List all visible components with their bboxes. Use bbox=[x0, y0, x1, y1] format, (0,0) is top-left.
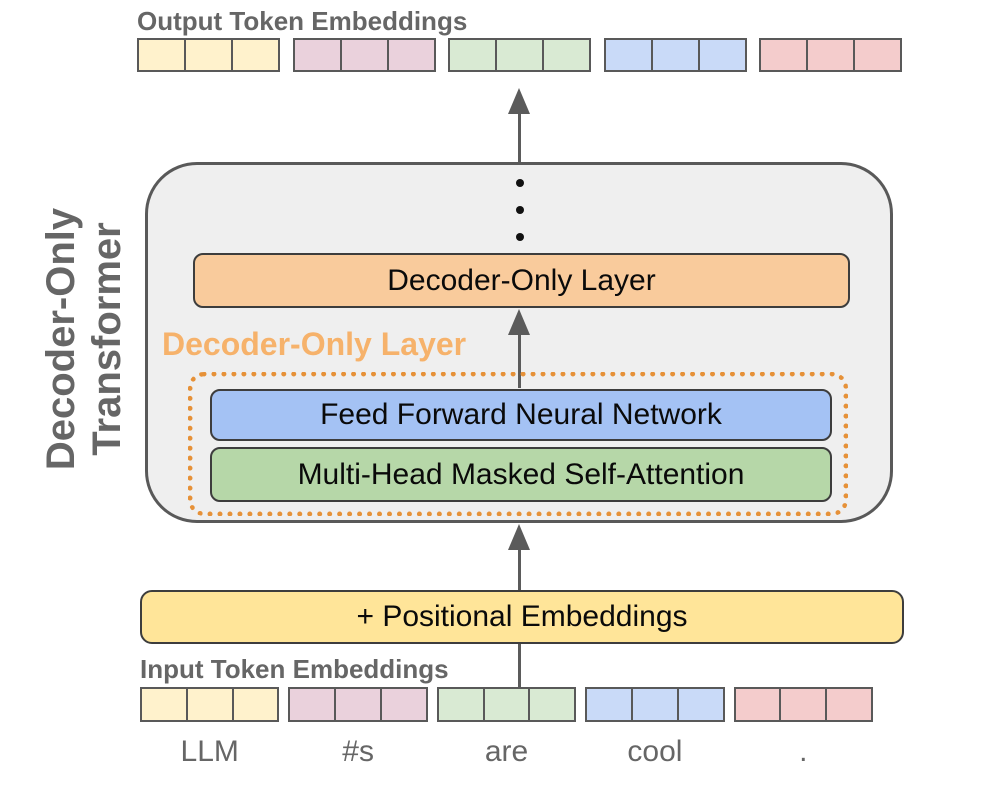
token-embedding-strip bbox=[137, 38, 280, 72]
embedding-cell bbox=[544, 40, 589, 70]
token-embedding-strip bbox=[603, 38, 747, 72]
embedding-cell bbox=[139, 40, 186, 70]
embedding-cell bbox=[736, 689, 782, 720]
decoder-only-layer-callout-box bbox=[188, 372, 848, 516]
embedding-cell bbox=[653, 40, 700, 70]
embedding-cell bbox=[342, 40, 389, 70]
arrow-to-output-line bbox=[518, 110, 521, 163]
token-embedding-strip bbox=[448, 38, 591, 72]
feed-forward-box-label: Feed Forward Neural Network bbox=[320, 398, 722, 431]
decoder-only-layer-callout-label: Decoder-Only Layer bbox=[162, 326, 467, 362]
input-token-words-row: LLM #s are cool. bbox=[140, 735, 873, 769]
embedding-cell bbox=[142, 689, 188, 720]
embedding-cell bbox=[439, 689, 485, 720]
input-token-word: #s bbox=[342, 735, 374, 768]
embedding-cell bbox=[188, 689, 234, 720]
ellipsis-dot-3 bbox=[516, 233, 524, 241]
masked-self-attention-box: Multi-Head Masked Self-Attention bbox=[210, 447, 832, 502]
input-token-word: . bbox=[799, 735, 808, 768]
embedding-cell bbox=[336, 689, 382, 720]
feed-forward-box: Feed Forward Neural Network bbox=[210, 389, 832, 441]
arrow-to-output-head bbox=[508, 88, 530, 114]
token-embedding-strip bbox=[436, 687, 577, 722]
input-token-word: are bbox=[484, 735, 529, 768]
positional-embeddings-box-label: + Positional Embeddings bbox=[356, 600, 688, 633]
diagram-title-line1: Decoder-Only bbox=[39, 207, 83, 471]
token-embedding-strip bbox=[292, 38, 436, 72]
diagram-title: Decoder-Only Transformer bbox=[38, 208, 130, 470]
embedding-cell bbox=[389, 40, 434, 70]
embedding-cell bbox=[234, 689, 278, 720]
output-token-embeddings-row bbox=[137, 38, 902, 72]
input-token-embeddings-label: Input Token Embeddings bbox=[140, 654, 449, 684]
embedding-cell bbox=[781, 689, 828, 720]
embedding-cell bbox=[700, 40, 745, 70]
embedding-cell bbox=[485, 689, 531, 720]
embedding-cell bbox=[808, 40, 855, 70]
embedding-cell bbox=[233, 40, 278, 70]
embedding-cell bbox=[290, 689, 337, 720]
embedding-cell bbox=[530, 689, 574, 720]
positional-embeddings-box: + Positional Embeddings bbox=[140, 590, 904, 644]
arrow-layer-internal-head bbox=[508, 309, 530, 335]
embedding-cell bbox=[606, 40, 653, 70]
output-token-embeddings-label: Output Token Embeddings bbox=[137, 6, 468, 36]
embedding-cell bbox=[633, 689, 679, 720]
embedding-cell bbox=[186, 40, 233, 70]
embedding-cell bbox=[295, 40, 342, 70]
input-token-word: LLM bbox=[180, 735, 239, 768]
input-token-embeddings-row bbox=[140, 687, 874, 722]
decoder-only-layer-box-label: Decoder-Only Layer bbox=[387, 263, 656, 297]
embedding-cell bbox=[761, 40, 808, 70]
embedding-cell bbox=[679, 689, 723, 720]
embedding-cell bbox=[855, 40, 900, 70]
masked-self-attention-box-label: Multi-Head Masked Self-Attention bbox=[297, 457, 745, 491]
arrow-into-transformer-head bbox=[508, 524, 530, 550]
ellipsis-dot-1 bbox=[516, 179, 524, 187]
embedding-cell bbox=[587, 689, 634, 720]
diagram-title-line2: Transformer bbox=[85, 222, 129, 456]
token-embedding-strip bbox=[733, 687, 874, 722]
token-embedding-strip bbox=[288, 687, 428, 722]
token-embedding-strip bbox=[585, 687, 725, 722]
embedding-cell bbox=[382, 689, 426, 720]
embedding-cell bbox=[497, 40, 544, 70]
embedding-cell bbox=[827, 689, 871, 720]
arrow-into-transformer-line bbox=[518, 546, 521, 590]
decoder-only-layer-box: Decoder-Only Layer bbox=[193, 253, 850, 308]
embedding-cell bbox=[450, 40, 497, 70]
token-embedding-strip bbox=[140, 687, 280, 722]
input-connector-line bbox=[518, 644, 521, 688]
token-embedding-strip bbox=[759, 38, 902, 72]
ellipsis-dot-2 bbox=[516, 206, 524, 214]
input-token-word: cool bbox=[627, 735, 683, 768]
arrow-layer-internal-line bbox=[518, 330, 521, 388]
